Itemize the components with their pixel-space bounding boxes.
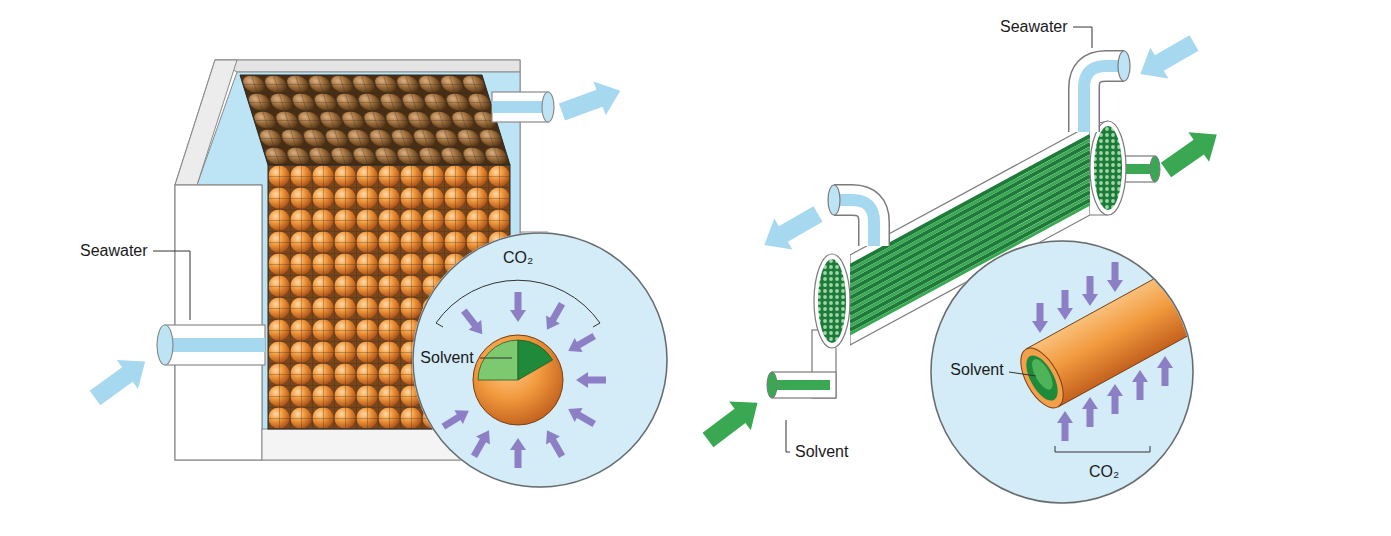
inset-label: CO₂ xyxy=(503,249,533,267)
part-label: Solvent xyxy=(795,443,848,461)
co2-arrow xyxy=(576,372,606,388)
co2-arrow xyxy=(564,329,598,358)
co2-arrow xyxy=(564,402,598,431)
seawater-elbow xyxy=(834,200,874,246)
pipe-opening xyxy=(828,185,840,215)
co2-arrows xyxy=(439,292,606,468)
seawater-elbow xyxy=(1084,66,1124,132)
inset-label: Solvent xyxy=(950,361,1003,379)
pipe-water xyxy=(492,101,548,113)
seawater-out-arrow xyxy=(556,74,627,129)
mesh-top xyxy=(240,75,510,165)
tube-edge xyxy=(1026,224,1286,407)
tank-wall-front xyxy=(175,185,262,460)
solvent-core xyxy=(478,340,518,380)
outlet-pipe xyxy=(492,92,554,122)
pipe-body xyxy=(492,92,548,122)
header xyxy=(1090,121,1126,215)
capsule-inset xyxy=(412,232,668,488)
seawater-in-arrow xyxy=(1131,27,1203,89)
inset-ground xyxy=(412,232,668,488)
co2-arrow xyxy=(540,300,569,334)
leader-line xyxy=(153,251,190,320)
inset-label: Solvent xyxy=(420,349,473,367)
co2-arrow xyxy=(1107,262,1123,292)
solvent-core xyxy=(1028,356,1057,393)
co2-arrow xyxy=(467,426,496,460)
co2-arrow xyxy=(1082,397,1098,427)
bracket xyxy=(436,280,600,327)
bracket xyxy=(1055,446,1150,452)
solvent-in-arrow xyxy=(697,388,768,454)
seawater-elbow xyxy=(834,200,874,246)
pipe-water xyxy=(165,338,265,352)
solvent-core xyxy=(1020,351,1064,406)
co2-arrow xyxy=(1057,290,1073,320)
co2-arrows xyxy=(1032,262,1173,441)
solvent-core xyxy=(518,340,553,380)
stub-opening xyxy=(767,372,777,398)
tank-rim xyxy=(215,60,520,72)
co2-arrow xyxy=(540,426,569,460)
pipe-opening xyxy=(157,325,173,365)
co2-arrow xyxy=(1057,411,1073,441)
stub-opening xyxy=(1150,156,1160,182)
pipe-body xyxy=(165,325,265,365)
seawater-core xyxy=(834,200,874,246)
inlet-stub xyxy=(772,372,836,398)
capsule-bed-top xyxy=(240,75,510,165)
pipe-opening xyxy=(542,92,554,122)
co2-arrow xyxy=(1032,303,1048,333)
co2-arrow xyxy=(439,404,473,433)
solvent-core xyxy=(772,380,830,390)
co2-arrow xyxy=(458,306,489,339)
pipe-opening xyxy=(1118,51,1130,81)
solvent-out-arrow xyxy=(1156,120,1227,185)
seawater-elbow xyxy=(1084,66,1124,132)
tank-wall-top xyxy=(175,60,237,185)
leader-line xyxy=(480,358,512,359)
tube-sheet xyxy=(818,259,846,343)
co2-arrow xyxy=(1082,276,1098,306)
tube-end xyxy=(1012,341,1072,414)
capsule xyxy=(473,335,563,425)
fiber-tube xyxy=(1026,224,1286,407)
co2-arrow xyxy=(1157,356,1173,386)
part-label: Seawater xyxy=(1000,18,1068,36)
inlet-pipe xyxy=(157,325,265,365)
leader-line xyxy=(786,420,790,452)
inset-outline xyxy=(931,241,1193,503)
header xyxy=(814,254,850,348)
tube-wall xyxy=(1026,224,1286,407)
inset-circle: CO₂ Solvent xyxy=(412,232,668,488)
co2-arrow xyxy=(510,438,526,468)
inset-circle: SolventCO₂ xyxy=(930,240,1194,504)
leader-line xyxy=(1009,372,1036,376)
seawater-core xyxy=(1084,66,1124,132)
tube-sheet xyxy=(1094,126,1122,210)
seawater-in-arrow xyxy=(84,347,155,413)
inset-outline xyxy=(413,233,667,487)
seawater-out-arrow xyxy=(755,198,827,260)
inset-label: CO₂ xyxy=(1089,463,1119,481)
leader-line xyxy=(1073,27,1092,48)
co2-arrow xyxy=(510,292,526,322)
co2-arrow xyxy=(1132,370,1148,400)
co2-arrow xyxy=(1107,384,1123,414)
part-label: Seawater xyxy=(80,242,148,260)
fiber-inset xyxy=(930,224,1286,504)
